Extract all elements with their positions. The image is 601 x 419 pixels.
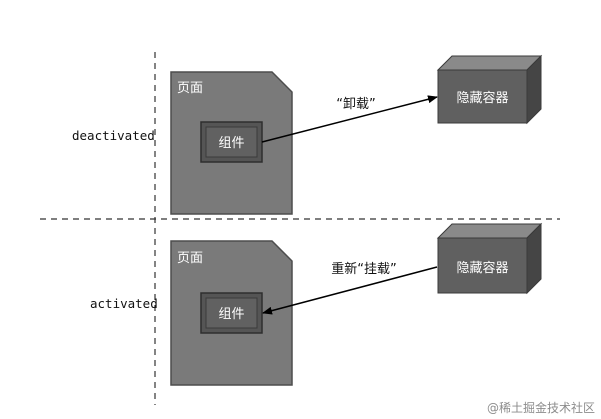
unmount-arrow <box>261 95 438 143</box>
watermark-text: @稀土掘金技术社区 <box>487 400 595 415</box>
row-deactivated: deactivated 页面 组件 隐藏容器 “卸载” <box>72 54 543 215</box>
hidden-container-cube: 隐藏容器 <box>436 222 543 295</box>
component-label: 组件 <box>218 136 244 151</box>
component-block: 组件 <box>200 121 263 163</box>
remount-arrow <box>262 266 438 315</box>
hidden-container-label: 隐藏容器 <box>456 260 508 276</box>
page-label: 页面 <box>177 81 203 96</box>
remount-label: 重新“挂载” <box>331 261 396 277</box>
unmount-label: “卸载” <box>336 96 375 112</box>
hidden-container-cube: 隐藏容器 <box>436 54 543 125</box>
component-block: 组件 <box>200 292 263 334</box>
state-label-activated: activated <box>90 296 158 311</box>
state-label-deactivated: deactivated <box>72 128 155 143</box>
row-activated: activated 页面 组件 隐藏容器 重新“挂载” <box>90 222 543 386</box>
component-label: 组件 <box>218 307 244 322</box>
hidden-container-label: 隐藏容器 <box>456 90 508 106</box>
page-label: 页面 <box>177 251 203 266</box>
